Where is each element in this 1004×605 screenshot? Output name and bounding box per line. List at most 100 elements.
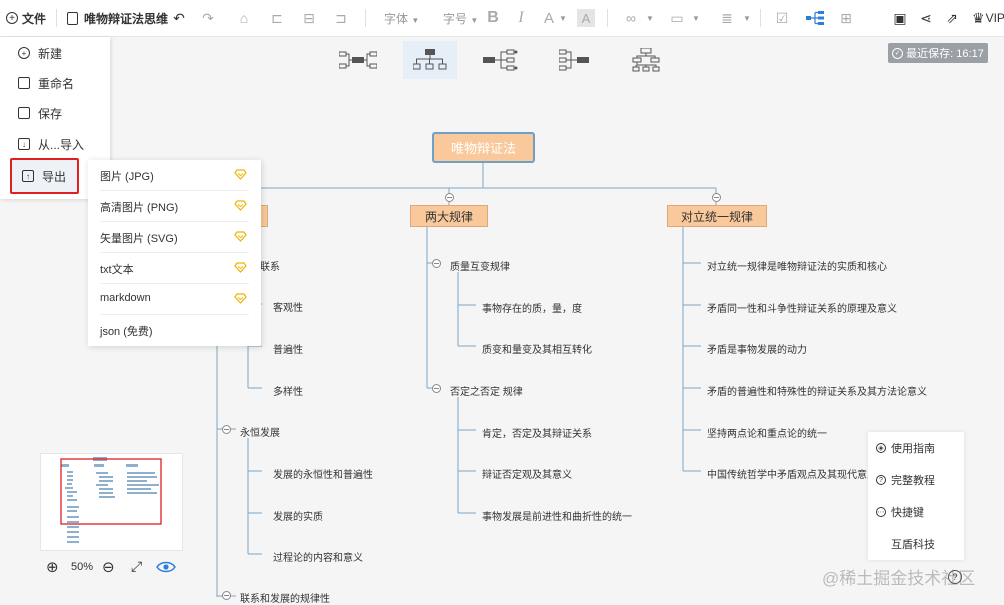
mindmap-leaf[interactable]: 多样性 <box>273 387 303 398</box>
menu-item-rename[interactable]: 重命名 <box>8 68 104 98</box>
image-icon[interactable]: ▭ <box>670 9 684 26</box>
mindmap-leaf[interactable]: 事物存在的质，量，度 <box>482 304 582 315</box>
mindmap-leaf[interactable]: 过程论的内容和意义 <box>273 553 363 564</box>
eye-icon[interactable] <box>156 560 176 574</box>
insert-child-node-icon[interactable]: ⊏ <box>271 9 283 26</box>
minimap-viewport[interactable] <box>60 458 162 525</box>
collapse-toggle[interactable] <box>222 591 231 600</box>
menu-item-export[interactable]: ↑ 导出 <box>10 158 79 194</box>
help-item-full-tutorial[interactable]: ? 完整教程 <box>876 468 935 492</box>
help-item-company[interactable]: 互盾科技 <box>891 532 935 556</box>
mindmap-leaf[interactable]: 矛盾的普遍性和特殊性的辩证关系及其方法论意义 <box>707 387 927 398</box>
layout-option-tree[interactable] <box>619 41 673 79</box>
undo-icon[interactable]: ↶ <box>173 9 185 26</box>
mindmap-leaf[interactable]: 中国传统哲学中矛盾观点及其现代意义 <box>707 470 877 481</box>
mindmap-leaf[interactable]: 肯定，否定及其辩证关系 <box>482 429 592 440</box>
file-menu-button[interactable]: + 文件 <box>6 0 46 36</box>
mindmap-leaf[interactable]: 对立统一规律是唯物辩证法的实质和核心 <box>707 262 887 273</box>
export-option-png[interactable]: 高清图片 (PNG) <box>88 191 261 222</box>
theme-icon[interactable]: ⊞ <box>840 9 852 26</box>
export-option-jpg[interactable]: 图片 (JPG) <box>88 160 261 191</box>
layout-org-chart-icon <box>413 49 447 70</box>
export-option-json[interactable]: json (免费) <box>88 315 261 346</box>
font-color-icon[interactable]: A <box>543 9 554 27</box>
mindmap-leaf[interactable]: 质变和量变及其相互转化 <box>482 345 592 356</box>
menu-item-new[interactable]: + 新建 <box>8 38 104 68</box>
mindmap-leaf[interactable]: 事物发展是前进性和曲折性的统一 <box>482 512 632 523</box>
plus-icon: + <box>18 47 30 59</box>
question-icon: ? <box>876 475 886 485</box>
export-option-markdown[interactable]: markdown <box>88 284 261 315</box>
export-option-svg[interactable]: 矢量图片 (SVG) <box>88 222 261 253</box>
font-size-select[interactable]: 字号 ▼ <box>443 10 478 27</box>
last-saved-badge: ✓ 最近保存: 16:17 <box>888 43 988 63</box>
note-dropdown[interactable]: ▼ <box>743 10 751 24</box>
toolbar-divider <box>607 9 608 27</box>
toolbar-divider <box>56 9 57 27</box>
mindmap-leaf[interactable]: 辩证否定观及其意义 <box>482 470 572 481</box>
link-dropdown[interactable]: ▼ <box>646 10 654 24</box>
export-option-label: json (免费) <box>100 326 153 338</box>
fit-screen-icon[interactable]: ⤢ <box>131 558 143 574</box>
help-item-user-guide[interactable]: ◈ 使用指南 <box>876 436 935 460</box>
mindmap-leaf[interactable]: 否定之否定 规律 <box>450 387 523 398</box>
mindmap-node-unity-of-opposites[interactable]: 对立统一规律 <box>667 205 767 227</box>
mindmap-leaf[interactable]: 发展的永恒性和普遍性 <box>273 470 373 481</box>
help-item-label: 使用指南 <box>891 443 935 455</box>
zoom-in-icon[interactable]: ⊕ <box>46 559 59 576</box>
font-color-dropdown[interactable]: ▼ <box>559 10 567 24</box>
format-painter-icon[interactable]: ⌂ <box>239 10 249 26</box>
italic-icon[interactable]: I <box>518 9 524 26</box>
collapse-toggle[interactable] <box>222 425 231 434</box>
mindmap-leaf[interactable]: 普遍性 <box>273 345 303 356</box>
layout-option-left-right[interactable] <box>331 41 385 79</box>
file-menu-label: 文件 <box>22 11 47 26</box>
redo-icon[interactable]: ↷ <box>202 9 214 26</box>
layout-option-org-chart[interactable] <box>403 41 457 79</box>
bold-icon[interactable]: B <box>487 9 499 26</box>
mindmap-root-node[interactable]: 唯物辩证法 <box>432 132 535 163</box>
import-icon: ↓ <box>18 138 30 150</box>
collapse-toggle[interactable] <box>432 259 441 268</box>
save-icon[interactable]: ▣ <box>893 9 907 26</box>
mindmap-node-two-laws[interactable]: 两大规律 <box>410 205 488 227</box>
minimap[interactable] <box>40 453 183 551</box>
export-option-txt[interactable]: txt文本 <box>88 253 261 284</box>
insert-parent-node-icon[interactable]: ⊐ <box>335 9 347 26</box>
font-family-select[interactable]: 字体 ▼ <box>384 10 419 27</box>
collapse-toggle[interactable] <box>712 193 721 202</box>
structure-icon[interactable] <box>806 9 824 27</box>
share-icon[interactable]: ⋖ <box>920 9 932 26</box>
insert-sibling-node-icon[interactable]: ⊟ <box>303 9 315 26</box>
task-check-icon[interactable]: ☑ <box>775 9 789 26</box>
zoom-out-icon[interactable]: ⊖ <box>102 559 115 576</box>
layout-option-right-logic[interactable] <box>475 41 529 79</box>
help-button[interactable]: ? <box>948 570 962 584</box>
collapse-toggle[interactable] <box>445 193 454 202</box>
mindmap-leaf[interactable]: 矛盾同一性和斗争性辩证关系的原理及意义 <box>707 304 897 315</box>
toolbar-divider <box>760 9 761 27</box>
mindmap-leaf[interactable]: 矛盾是事物发展的动力 <box>707 345 807 356</box>
menu-item-save[interactable]: 保存 <box>8 98 104 128</box>
collapse-toggle[interactable] <box>432 384 441 393</box>
link-icon[interactable]: ∞ <box>626 10 636 26</box>
help-item-shortcuts[interactable]: ⋯ 快捷键 <box>876 500 924 524</box>
mindmap-leaf[interactable]: 客观性 <box>273 303 303 314</box>
mindmap-leaf[interactable]: 永恒发展 <box>240 428 280 439</box>
mindmap-leaf[interactable]: 发展的实质 <box>273 512 323 523</box>
note-icon[interactable]: ≣ <box>721 9 733 26</box>
mindmap-leaf[interactable]: 质量互变规律 <box>450 262 510 273</box>
highlight-color-icon[interactable]: A <box>577 9 595 27</box>
document-title[interactable]: 唯物辩证法思维 <box>67 0 168 36</box>
mindmap-leaf[interactable]: 联系和发展的规律性 <box>240 594 330 605</box>
mindmap-leaf[interactable]: 联系 <box>260 262 280 273</box>
vip-button[interactable]: ♛ VIP <box>972 0 1004 36</box>
image-dropdown[interactable]: ▼ <box>692 10 700 24</box>
keyboard-icon: ⋯ <box>876 507 886 517</box>
open-external-icon[interactable]: ⇗ <box>946 9 958 26</box>
mindmap-leaf[interactable]: 坚持两点论和重点论的统一 <box>707 429 827 440</box>
font-family-label: 字体 <box>384 12 409 26</box>
layout-option-left-logic[interactable] <box>547 41 601 79</box>
menu-item-import[interactable]: ↓ 从...导入 <box>8 129 104 159</box>
chevron-down-icon: ▼ <box>743 14 751 23</box>
